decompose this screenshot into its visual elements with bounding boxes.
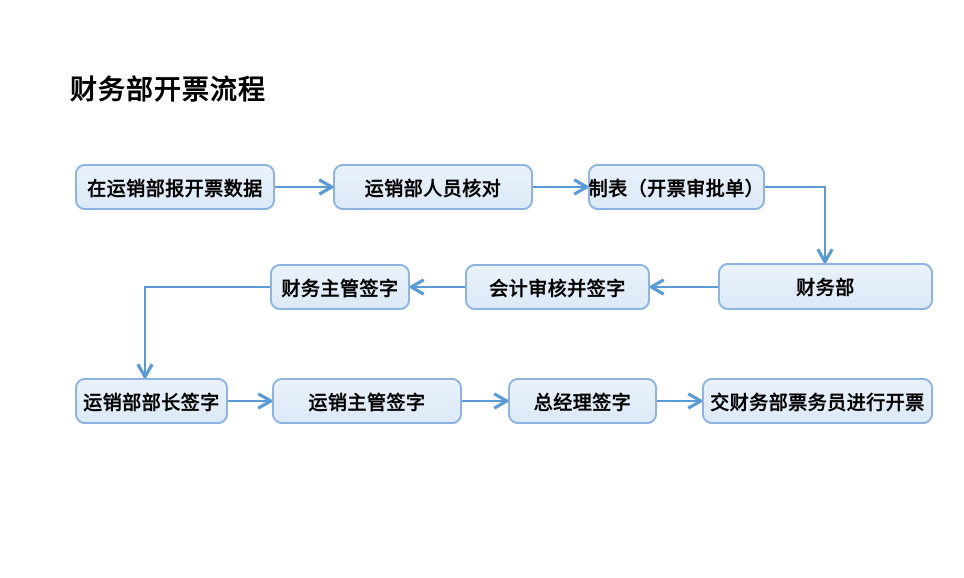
node-report-invoice-data: 在运销部报开票数据: [75, 164, 275, 210]
node-sales-dept-head-sign: 运销部部长签字: [75, 378, 228, 424]
node-sales-staff-verify: 运销部人员核对: [333, 164, 533, 210]
node-prepare-approval-form: 制表（开票审批单）: [588, 164, 765, 210]
connector-supervisor-to-depthead: [136, 286, 270, 381]
node-accountant-review-sign: 会计审核并签字: [465, 264, 650, 310]
node-finance-dept: 财务部: [718, 263, 933, 310]
node-submit-to-ticket-clerk: 交财务部票务员进行开票: [702, 378, 933, 424]
connector-form-to-finance: [765, 186, 834, 266]
node-general-manager-sign: 总经理签字: [508, 378, 657, 424]
page-title: 财务部开票流程: [70, 75, 266, 106]
node-sales-supervisor-sign: 运销主管签字: [272, 378, 462, 424]
node-finance-supervisor-sign: 财务主管签字: [270, 264, 410, 310]
